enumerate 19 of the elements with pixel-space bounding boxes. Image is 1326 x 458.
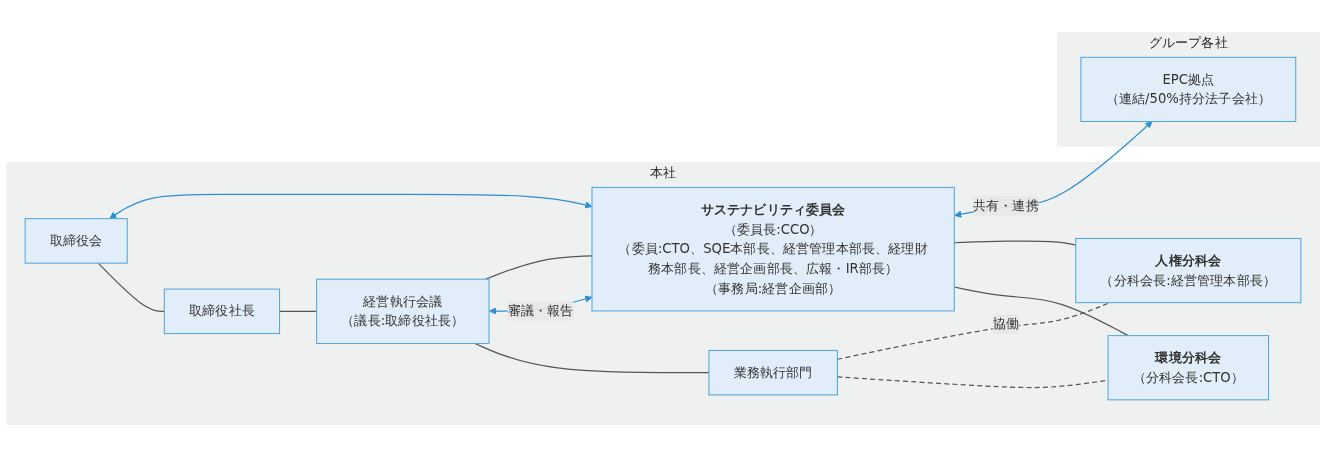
connector [953,286,1129,337]
connector [278,311,318,313]
node-box: 人権分科会 （分科会長:経営管理本部長） [1075,238,1302,304]
node-box: 取締役会 [24,218,128,265]
node-box: 業務執行部門 [708,350,838,396]
node-box: 経営執行会議 （議長:取締役社長） [316,279,490,345]
edge-label: 審議・報告 [507,303,574,319]
connector [474,343,710,374]
connector [484,255,593,281]
edge-label: 協働 [992,316,1019,332]
node-box: 取締役社長 [163,289,281,335]
connector [953,240,1077,247]
edge-label: 共有・連携 [972,198,1039,214]
node-box: 環境分科会 （分科会長:CTO） [1107,335,1270,401]
connector [97,262,165,313]
arrow [109,194,593,220]
arrow [954,121,1153,219]
node-box: EPC拠点 （連結/50%持分法子会社） [1080,57,1297,123]
node-box: サステナビリティ委員会 （委員長:CCO） （委員:CTO、SQE本部長、経営管理本部長、経理財務本部長、経営企画部長、広報・IR部長） （事務局:経営企画部） [591,187,955,312]
